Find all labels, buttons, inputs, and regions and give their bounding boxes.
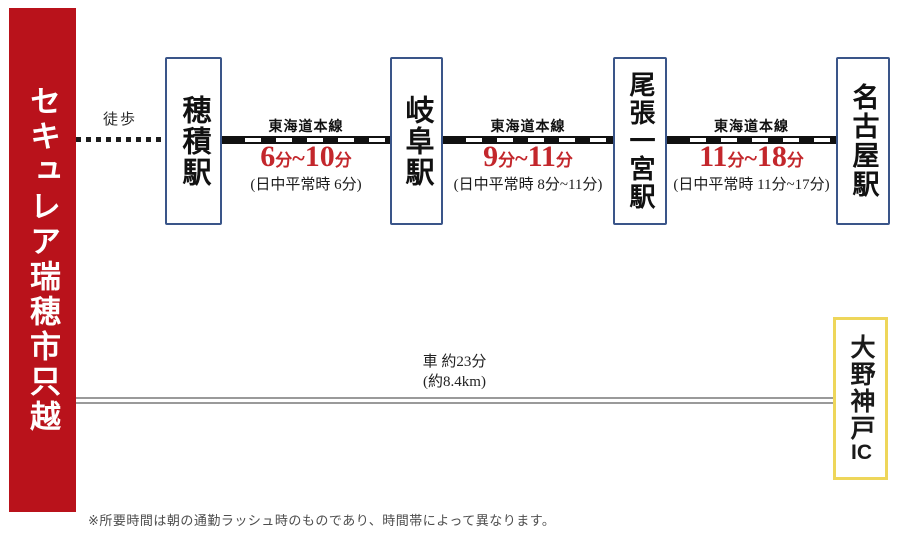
drive-label: 車 約23分 (約8.4km) <box>76 352 833 392</box>
station-box-gifu: 岐阜駅 <box>390 57 443 225</box>
time-unit: 分 <box>498 151 516 170</box>
station-box-owari-ichinomiya: 尾張一宮駅 <box>613 57 667 225</box>
time-to: 18 <box>756 140 787 173</box>
time-to: 10 <box>304 140 335 173</box>
time-unit: 分 <box>275 151 293 170</box>
time-from: 6 <box>260 140 276 173</box>
rail-line-name-3: 東海道本線 <box>714 120 789 135</box>
travel-time-rush-3: 11分~18分 <box>667 141 836 178</box>
station-name-hozumi: 穂積駅 <box>178 94 210 188</box>
station-box-nagoya: 名古屋駅 <box>836 57 890 225</box>
time-from: 11 <box>699 140 728 173</box>
time-unit: 分 <box>334 151 352 170</box>
travel-time-note-1: (日中平常時 6分) <box>250 177 362 193</box>
interchange-box: 大野神戸IC <box>833 317 888 480</box>
time-separator: ~ <box>744 146 757 172</box>
drive-distance: (約8.4km) <box>423 374 486 390</box>
rail-line-name-1: 東海道本線 <box>268 120 344 135</box>
time-unit: 分 <box>555 151 573 170</box>
station-name-owari-ichinomiya: 尾張一宮駅 <box>626 71 655 211</box>
time-separator: ~ <box>292 146 305 172</box>
travel-time-rush-2: 9分~11分 <box>443 141 613 178</box>
footnote: ※所要時間は朝の通勤ラッシュ時のものであり、時間帯によって異なります。 <box>88 513 556 528</box>
travel-time-rush-1: 6分~10分 <box>222 141 390 178</box>
station-name-gifu: 岐阜駅 <box>401 94 433 188</box>
drive-time: 車 約23分 <box>422 354 487 370</box>
road-line <box>76 397 833 404</box>
property-banner: セキュレア瑞穂市只越 <box>9 8 76 512</box>
travel-time-note-2: (日中平常時 8分~11分) <box>453 177 603 193</box>
walk-label: 徒歩 <box>102 112 137 128</box>
time-unit: 分 <box>727 151 745 170</box>
rail-line-segment-1 <box>222 136 390 144</box>
interchange-name: 大野神戸IC <box>847 334 875 463</box>
rail-line-segment-2 <box>443 136 613 144</box>
time-from: 9 <box>483 140 499 173</box>
station-name-nagoya: 名古屋駅 <box>848 83 879 199</box>
station-box-hozumi: 穂積駅 <box>165 57 222 225</box>
time-unit: 分 <box>786 151 804 170</box>
rail-line-segment-3 <box>667 136 836 144</box>
interchange-name-kanji: 大野神戸 <box>847 334 875 442</box>
rail-line-name-2: 東海道本線 <box>490 120 566 135</box>
interchange-name-suffix: IC <box>851 442 872 463</box>
time-to: 11 <box>527 140 556 173</box>
time-separator: ~ <box>515 146 528 172</box>
property-name: セキュレア瑞穂市只越 <box>25 85 60 435</box>
walk-dotted-line <box>76 137 166 142</box>
travel-time-note-3: (日中平常時 11分~17分) <box>673 177 830 193</box>
